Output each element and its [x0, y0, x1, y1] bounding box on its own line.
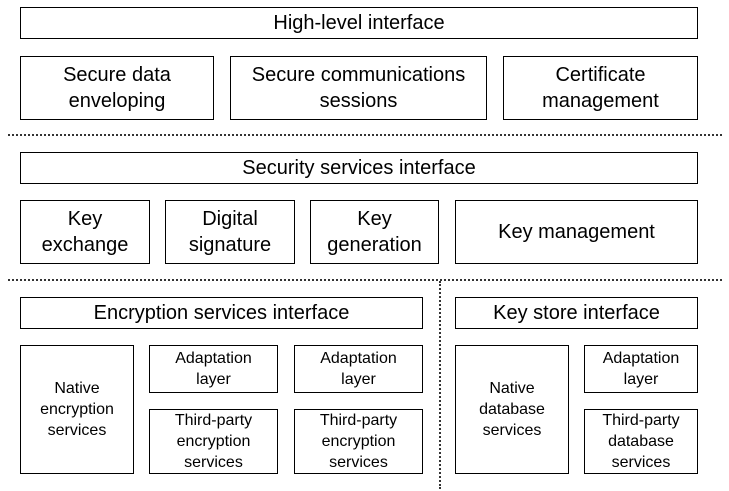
native-encryption-services-box: Native encryption services: [20, 345, 134, 474]
secure-data-enveloping-label: Secure data enveloping: [63, 64, 171, 112]
third-party-database-services-box: Third-party database services: [584, 409, 698, 474]
certificate-management-label: Certificate management: [542, 64, 659, 112]
third-party-encryption-services-label-2: Third-party encryption services: [319, 412, 398, 471]
key-generation-box: Key generation: [310, 200, 439, 264]
adaptation-layer-box-2: Adaptation layer: [294, 345, 423, 393]
third-party-encryption-services-box-1: Third-party encryption services: [149, 409, 278, 474]
layer-divider-1: [8, 134, 722, 136]
key-exchange-box: Key exchange: [20, 200, 150, 264]
keystore-adaptation-layer-box: Adaptation layer: [584, 345, 698, 393]
key-exchange-label: Key exchange: [41, 208, 129, 256]
adaptation-layer-box-1: Adaptation layer: [149, 345, 278, 393]
encryption-services-interface-box: Encryption services interface: [20, 297, 423, 329]
digital-signature-label: Digital signature: [188, 208, 272, 256]
key-management-label: Key management: [498, 221, 655, 243]
third-party-encryption-services-label-1: Third-party encryption services: [174, 412, 253, 471]
certificate-management-box: Certificate management: [503, 56, 698, 120]
key-generation-label: Key generation: [327, 208, 422, 256]
high-level-interface-label: High-level interface: [273, 12, 445, 34]
secure-communications-sessions-label: Secure communications sessions: [251, 64, 466, 112]
layer-divider-2: [8, 279, 722, 281]
adaptation-layer-label-2: Adaptation layer: [320, 350, 397, 388]
section-divider-vertical: [439, 281, 441, 489]
digital-signature-box: Digital signature: [165, 200, 295, 264]
security-services-interface-box: Security services interface: [20, 152, 698, 184]
key-store-interface-box: Key store interface: [455, 297, 698, 329]
third-party-database-services-label: Third-party database services: [602, 412, 680, 471]
keystore-adaptation-layer-label: Adaptation layer: [602, 350, 680, 388]
native-database-services-label: Native database services: [479, 380, 545, 439]
secure-data-enveloping-box: Secure data enveloping: [20, 56, 214, 120]
high-level-interface-box: High-level interface: [20, 7, 698, 39]
native-encryption-services-label: Native encryption services: [40, 380, 114, 439]
key-store-interface-label: Key store interface: [493, 302, 660, 324]
security-services-interface-label: Security services interface: [242, 157, 476, 179]
secure-communications-sessions-box: Secure communications sessions: [230, 56, 487, 120]
third-party-encryption-services-box-2: Third-party encryption services: [294, 409, 423, 474]
adaptation-layer-label-1: Adaptation layer: [175, 350, 252, 388]
native-database-services-box: Native database services: [455, 345, 569, 474]
encryption-services-interface-label: Encryption services interface: [93, 302, 350, 324]
key-management-box: Key management: [455, 200, 698, 264]
